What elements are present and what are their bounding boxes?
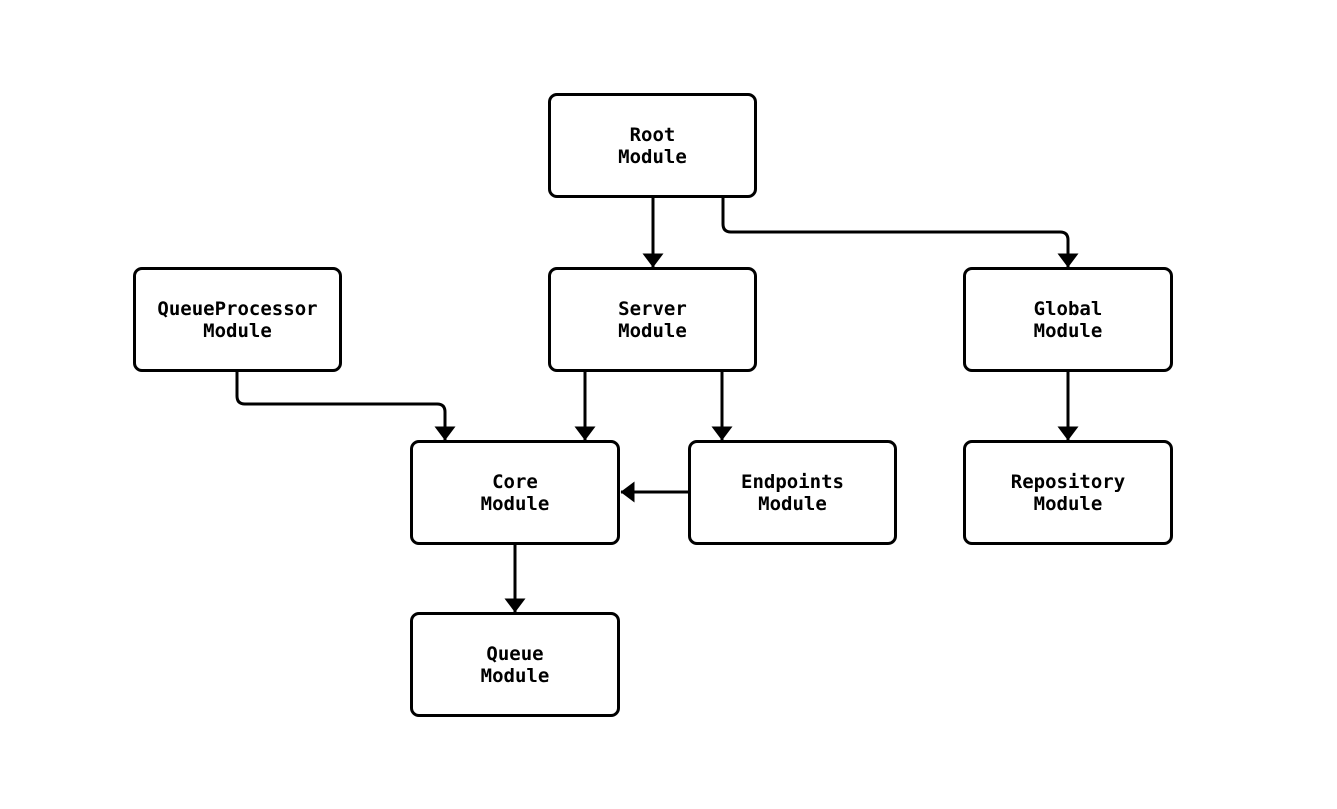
node-label-line: Module — [480, 492, 550, 515]
node-label-line: Module — [758, 492, 827, 515]
node-label-line: Module — [618, 145, 687, 168]
node-label-line: Global — [1033, 297, 1103, 320]
node-endpoints-module: Endpoints Module — [688, 440, 897, 545]
node-label-line: Queue — [486, 642, 544, 665]
node-label-line: Module — [1033, 319, 1103, 342]
node-label-line: QueueProcessor — [157, 297, 318, 320]
node-label-line: Repository — [1010, 470, 1126, 493]
node-label-line: Module — [618, 319, 687, 342]
node-global-module: Global Module — [963, 267, 1173, 372]
node-label-line: Server — [618, 297, 687, 320]
node-core-module: Core Module — [410, 440, 620, 545]
edge-root-to-global — [721, 198, 1079, 268]
node-label-line: Endpoints — [741, 470, 844, 493]
node-label-line: Root — [629, 123, 676, 146]
edge-queueprocessor-to-core — [235, 372, 456, 441]
node-label-line: Module — [1033, 492, 1103, 515]
node-server-module: Server Module — [548, 267, 757, 372]
node-repository-module: Repository Module — [963, 440, 1173, 545]
node-queue-module: Queue Module — [410, 612, 620, 717]
node-label-line: Core — [492, 470, 538, 493]
node-label-line: Module — [203, 319, 272, 342]
node-queueprocessor-module: QueueProcessor Module — [133, 267, 342, 372]
node-label-line: Module — [480, 664, 550, 687]
node-root-module: Root Module — [548, 93, 757, 198]
